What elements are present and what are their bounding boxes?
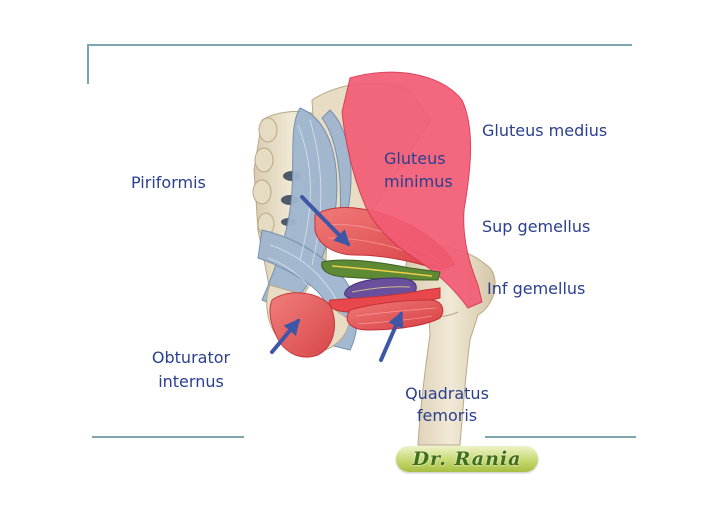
frame-bottom-rule-right: [485, 436, 636, 438]
label-sup-gemellus: Sup gemellus: [482, 217, 591, 236]
arrow-piriformis: [300, 195, 351, 247]
label-obturator-internus-line1: Obturator: [151, 348, 231, 367]
author-credit-text: Dr. Rania: [412, 448, 522, 470]
label-quadratus-femoris-line2: femoris: [416, 406, 478, 425]
label-obturator-internus-line2: internus: [158, 372, 224, 391]
frame-bottom-rule-left: [92, 436, 244, 438]
obturator-internus-muscle: [269, 292, 335, 358]
arrow-obturator-internus: [270, 318, 301, 354]
frame-left-tick: [87, 44, 89, 84]
pointer-arrows: [270, 195, 404, 362]
gluteus-medius-muscle: [341, 71, 483, 309]
label-gluteus-medius: Gluteus medius: [482, 121, 608, 140]
author-credit-badge: Dr. Rania: [396, 446, 538, 472]
arrow-quadratus-femoris: [379, 311, 404, 362]
frame-top-rule: [87, 44, 632, 46]
label-piriformis: Piriformis: [131, 173, 206, 192]
label-gluteus-minimus-line2: minimus: [384, 172, 453, 191]
label-quadratus-femoris-line1: Quadratus: [405, 384, 489, 403]
label-gluteus-minimus-line1: Gluteus: [384, 149, 446, 168]
label-inf-gemellus: Inf gemellus: [487, 279, 586, 298]
